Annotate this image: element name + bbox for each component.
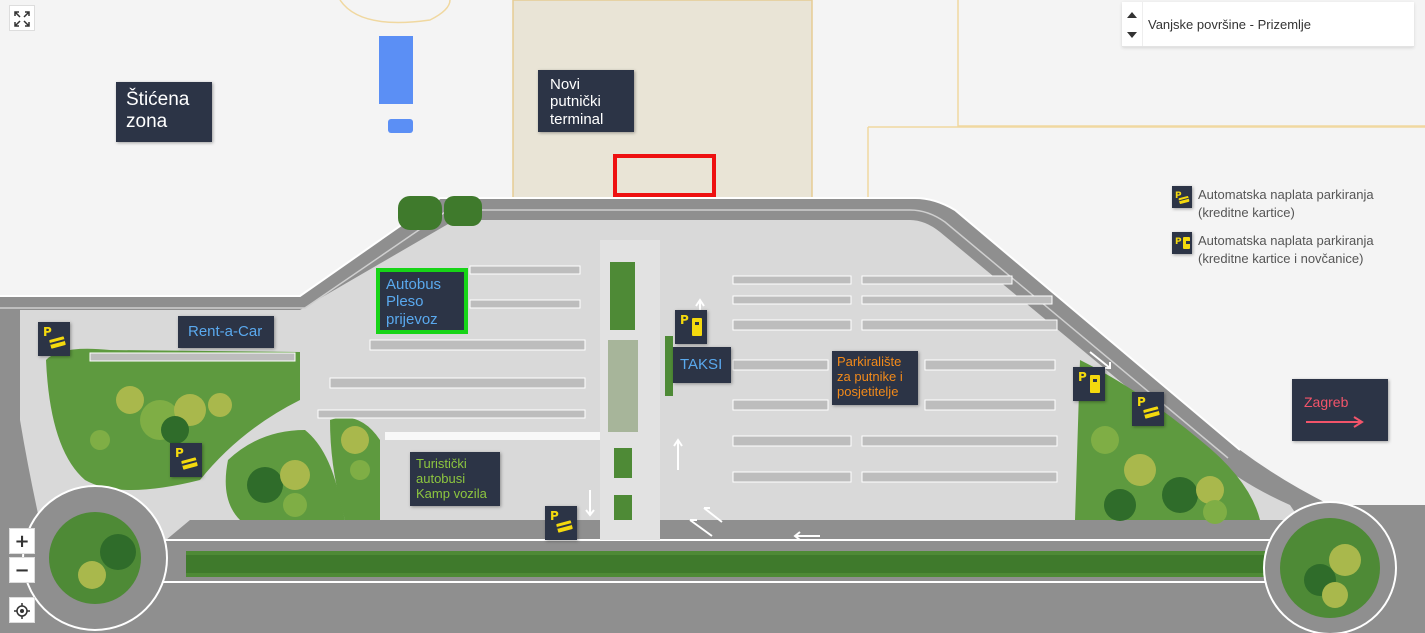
legend-item-card: P Automatska naplata parkiranja (kreditn… [1172,186,1402,222]
floor-selector-value: Vanjske površine - Prizemlje [1148,17,1312,32]
legend-item-card-cash: P Automatska naplata parkiranja (kreditn… [1172,232,1402,268]
zoom-in-button[interactable]: + [9,528,35,554]
locate-button[interactable] [9,597,35,623]
arrow-right-icon [1306,416,1364,428]
floor-up-button[interactable] [1127,12,1137,18]
zoom-out-button[interactable]: − [9,557,35,583]
parking-card-payment-icon[interactable]: P [38,322,70,356]
terminal-entrance-highlight [613,154,716,197]
tourist-buses-label[interactable]: Turistički autobusi Kamp vozila [410,452,500,506]
zagreb-text: Zagreb [1304,394,1349,410]
parking-label[interactable]: Parkiralište za putnike i posjetitelje [832,351,918,405]
fullscreen-button[interactable] [9,5,35,31]
bus-pleso-label[interactable]: Autobus Pleso prijevoz [376,268,468,334]
expand-icon [14,11,30,27]
zagreb-direction-label: Zagreb [1292,379,1388,441]
terminal-building[interactable] [512,0,813,199]
secure-zone-label: Štićena zona [116,82,212,142]
floor-down-button[interactable] [1127,32,1137,38]
legend-text-card-cash: Automatska naplata parkiranja (kreditne … [1198,233,1374,266]
new-terminal-label: Novi putnički terminal [538,70,634,132]
parking-card-cash-payment-icon[interactable]: P [1073,367,1105,401]
floor-stepper[interactable] [1122,2,1143,46]
parking-card-cash-payment-icon: P [1172,232,1192,254]
locate-icon [14,603,30,619]
parking-card-cash-payment-icon[interactable]: P [675,310,707,344]
floor-selector[interactable]: Vanjske površine - Prizemlje [1122,2,1414,47]
taxi-label[interactable]: TAKSI [673,347,731,383]
parking-card-payment-icon[interactable]: P [545,506,577,540]
parking-card-payment-icon: P [1172,186,1192,208]
rent-a-car-label[interactable]: Rent-a-Car [178,316,274,348]
parking-card-payment-icon[interactable]: P [1132,392,1164,426]
legend-text-card: Automatska naplata parkiranja (kreditne … [1198,187,1374,220]
parking-card-payment-icon[interactable]: P [170,443,202,477]
